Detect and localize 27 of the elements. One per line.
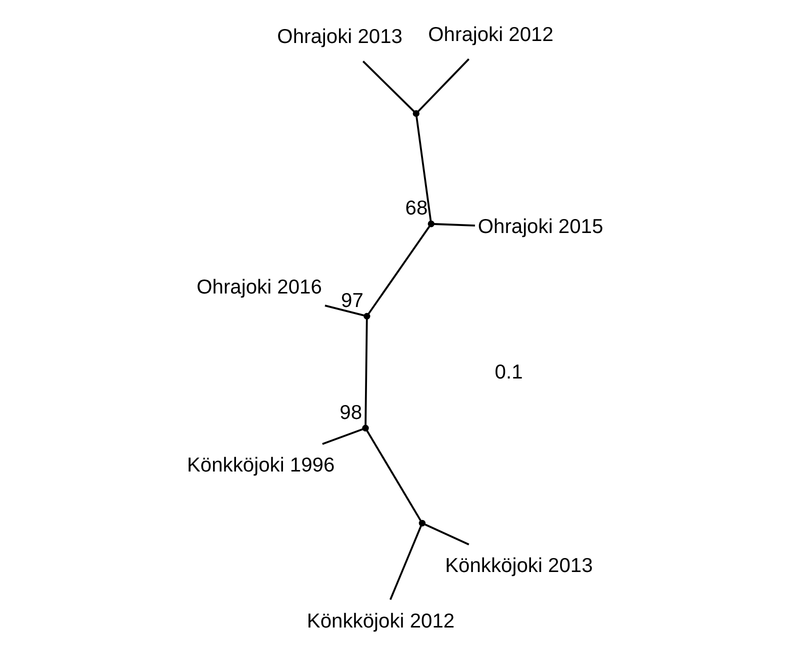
connector — [434, 223, 476, 227]
node-label: 68 — [405, 198, 428, 220]
connector — [424, 524, 470, 546]
label: 0.1 — [494, 361, 523, 384]
connector — [322, 428, 364, 445]
node-text: Könkköjoki 1996 — [186, 454, 335, 477]
connector — [364, 318, 368, 426]
node-text: Ohrajoki 2013 — [277, 26, 402, 48]
connector — [418, 58, 470, 112]
connector — [416, 116, 432, 221]
node-point — [362, 424, 369, 432]
node-text: Ohrajoki 2015 — [478, 216, 604, 238]
connector — [362, 60, 415, 112]
node-text: Ohrajoki 2016 — [196, 276, 322, 299]
node-label: 97 — [341, 290, 364, 312]
node-point — [418, 520, 426, 527]
node-point — [428, 220, 434, 228]
node-label: 98 — [340, 402, 362, 424]
connector — [368, 226, 430, 314]
node-text: Könkköjoki 2012 — [306, 610, 455, 633]
node-text: Könkköjoki 2013 — [445, 555, 593, 578]
node-point — [412, 110, 420, 117]
node-point — [364, 312, 370, 320]
node-text: Ohrajoki 2012 — [428, 24, 554, 46]
connector — [390, 526, 422, 600]
connector — [324, 304, 364, 316]
connector — [366, 430, 422, 522]
